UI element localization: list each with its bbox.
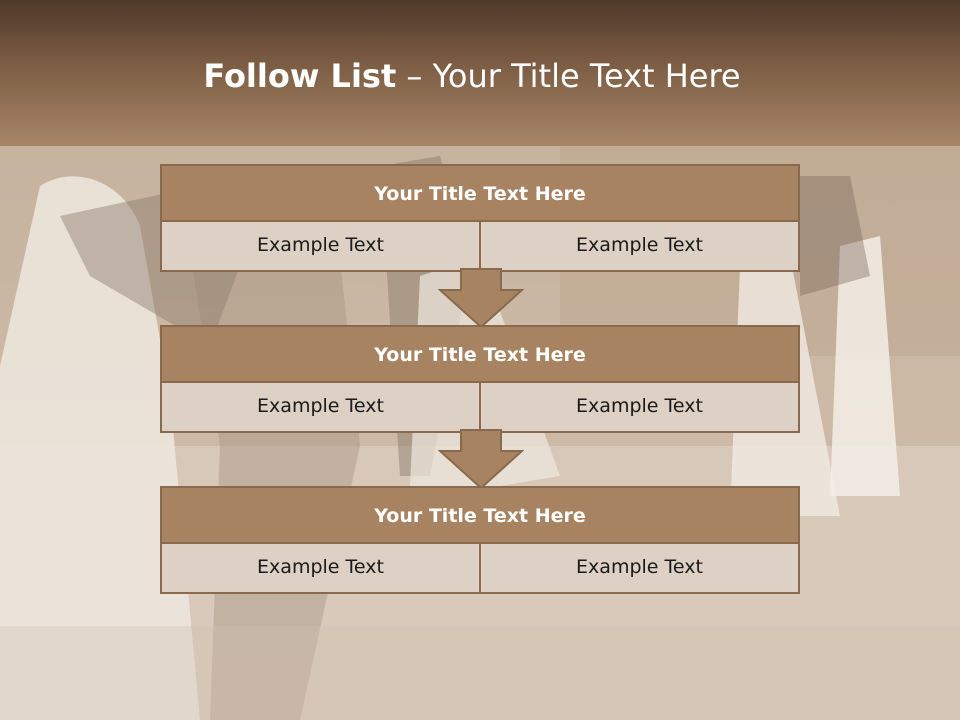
title-band xyxy=(0,0,960,146)
step-title: Your Title Text Here xyxy=(162,166,798,222)
step-cell-left: Example Text xyxy=(162,383,479,431)
down-arrow-icon xyxy=(438,429,524,489)
slide-title: Follow List – Your Title Text Here xyxy=(0,56,944,96)
step-cell-right: Example Text xyxy=(479,222,798,270)
step-cell-right: Example Text xyxy=(479,383,798,431)
step-cell-left: Example Text xyxy=(162,222,479,270)
step-title: Your Title Text Here xyxy=(162,327,798,383)
down-arrow-icon xyxy=(438,268,524,328)
step-block-1: Your Title Text Here Example Text Exampl… xyxy=(160,164,800,272)
slide-title-rest: – Your Title Text Here xyxy=(406,57,741,95)
slide-title-bold: Follow List xyxy=(203,57,397,95)
step-block-2: Your Title Text Here Example Text Exampl… xyxy=(160,325,800,433)
step-title: Your Title Text Here xyxy=(162,488,798,544)
step-cell-left: Example Text xyxy=(162,544,479,592)
step-block-3: Your Title Text Here Example Text Exampl… xyxy=(160,486,800,594)
step-cell-right: Example Text xyxy=(479,544,798,592)
